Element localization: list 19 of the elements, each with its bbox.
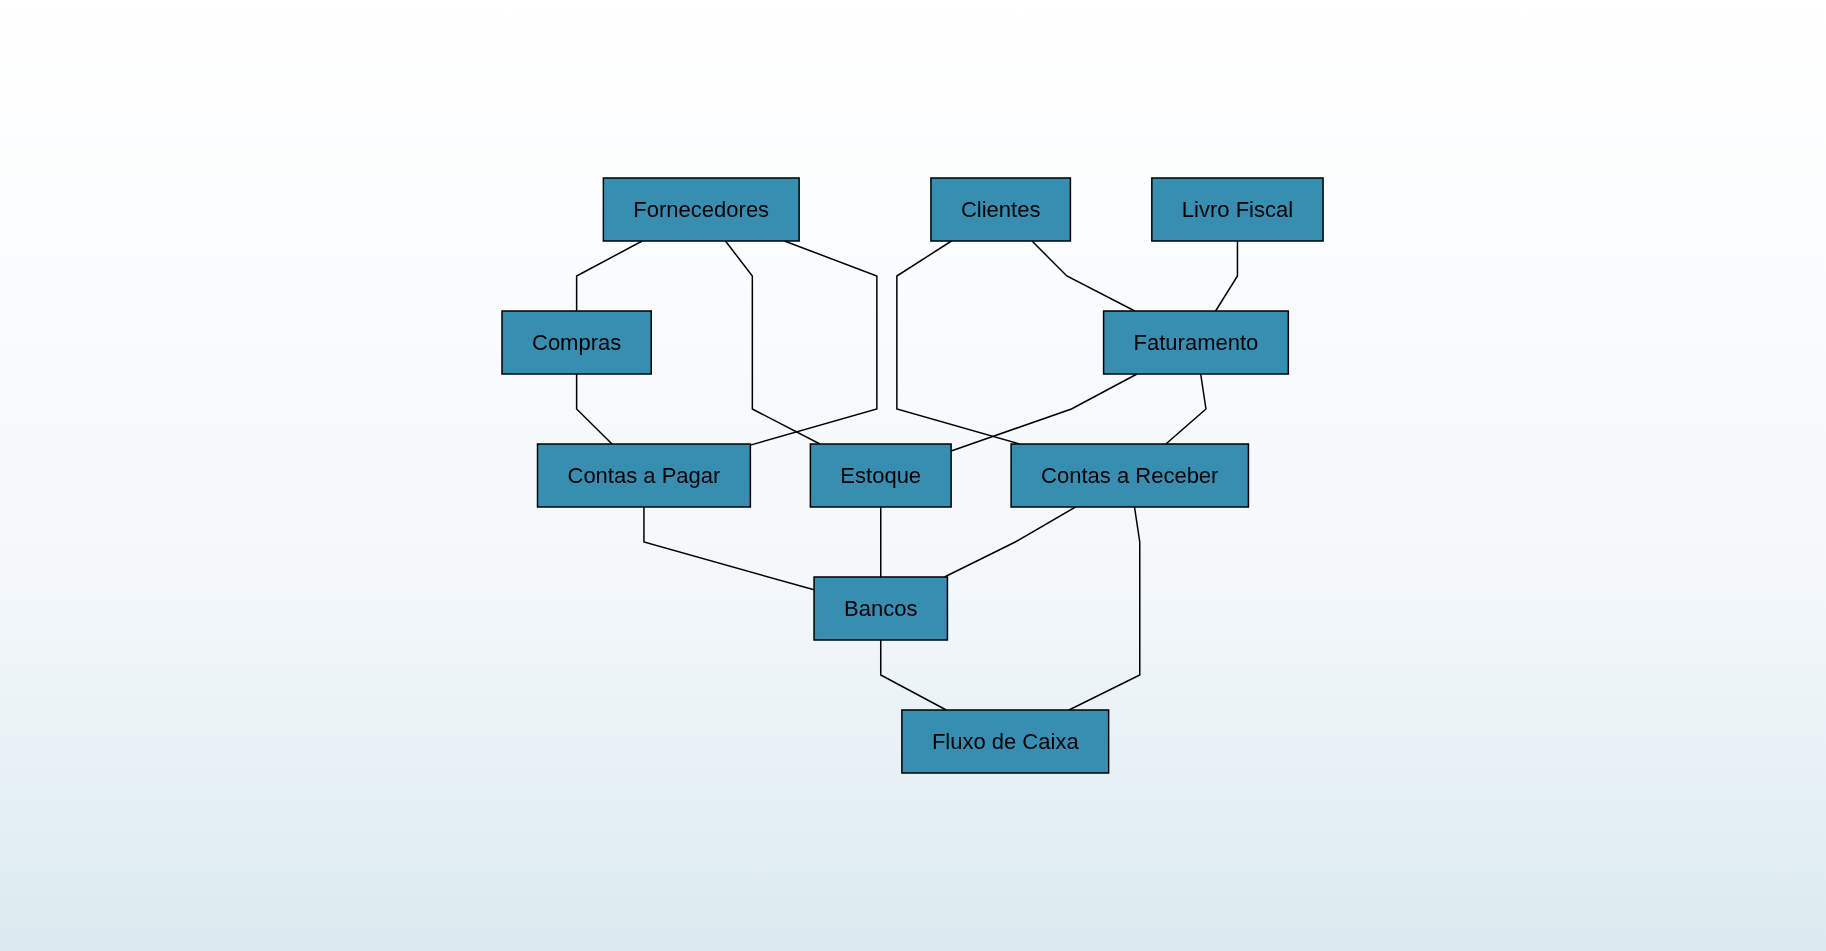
connector (725, 240, 822, 445)
node-box: Compras (501, 310, 653, 375)
node-box: Fluxo de Caixa (901, 709, 1110, 774)
node-box: Fornecedores (603, 177, 801, 242)
node-box: Contas a Pagar (537, 443, 752, 508)
connector (576, 373, 614, 445)
node-box: Clientes (930, 177, 1072, 242)
connector (880, 506, 882, 578)
node-box: Livro Fiscal (1151, 177, 1325, 242)
connector (880, 639, 948, 711)
connector (1031, 240, 1136, 312)
connector (1215, 240, 1239, 312)
node-box: Contas a Receber (1010, 443, 1250, 508)
connector (1068, 506, 1141, 711)
node-box: Estoque (810, 443, 953, 508)
node-box: Faturamento (1103, 310, 1290, 375)
connector (750, 240, 879, 446)
node-box: Bancos (813, 576, 949, 641)
connector (944, 506, 1077, 578)
